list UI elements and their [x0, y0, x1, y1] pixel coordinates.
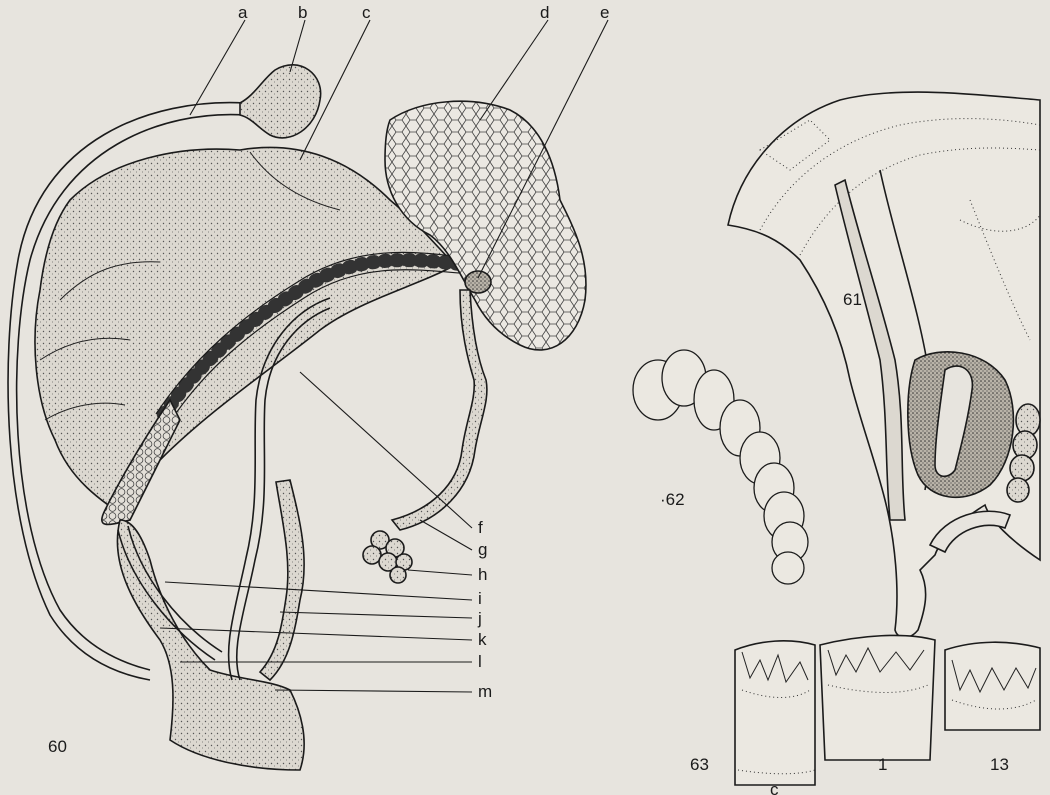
- figure-61: 61: [728, 92, 1040, 637]
- cellular-lobe-d: [385, 101, 586, 350]
- label-b: b: [298, 3, 307, 22]
- figure-63: 63 1 13 c: [690, 635, 1040, 795]
- vesicle-b: [240, 65, 321, 138]
- figure-62: ·62: [633, 350, 808, 584]
- glands-h: [363, 531, 412, 583]
- label-g: g: [478, 540, 487, 559]
- panel-label-1: 1: [878, 755, 887, 774]
- panel-label-c: c: [770, 780, 779, 795]
- label-d: d: [540, 3, 549, 22]
- label-l: l: [478, 652, 482, 671]
- figure-number-60: 60: [48, 737, 67, 756]
- figure-number-61: 61: [843, 290, 862, 309]
- panel-label-13: 13: [990, 755, 1009, 774]
- figure-number-62: ·62: [660, 490, 685, 509]
- label-i: i: [478, 589, 482, 608]
- figure-number-63: 63: [690, 755, 709, 774]
- label-c: c: [362, 3, 371, 22]
- label-j: j: [477, 609, 482, 628]
- label-f: f: [478, 518, 483, 537]
- label-e: e: [600, 3, 609, 22]
- label-a: a: [238, 3, 248, 22]
- figure-60: a b c d e f g h i j k l m 60: [8, 3, 609, 770]
- label-m: m: [478, 682, 492, 701]
- panel-1-outline: [820, 635, 935, 760]
- label-h: h: [478, 565, 487, 584]
- label-k: k: [478, 630, 487, 649]
